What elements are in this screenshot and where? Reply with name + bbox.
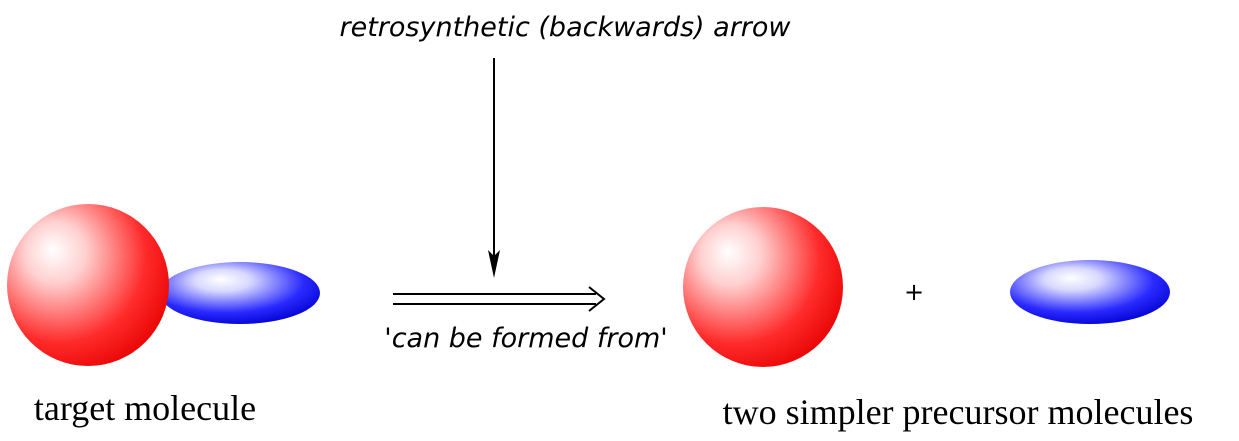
pointer-arrow-head: [488, 250, 500, 278]
precursor-red-sphere: [683, 207, 843, 367]
precursor-blue-ellipse: [1010, 260, 1170, 324]
target-red-sphere: [7, 204, 169, 366]
target-molecule: [7, 204, 320, 366]
precursor-molecules-caption: two simpler precursor molecules: [723, 392, 1194, 432]
target-molecule-caption: target molecule: [34, 388, 256, 428]
target-blue-ellipse: [160, 262, 320, 324]
plus-sign: +: [904, 278, 924, 306]
retrosynthetic-arrow: [393, 286, 606, 312]
can-be-formed-from-label: 'can be formed from': [384, 323, 667, 354]
retrosynthetic-arrow-label: retrosynthetic (backwards) arrow: [340, 12, 792, 43]
